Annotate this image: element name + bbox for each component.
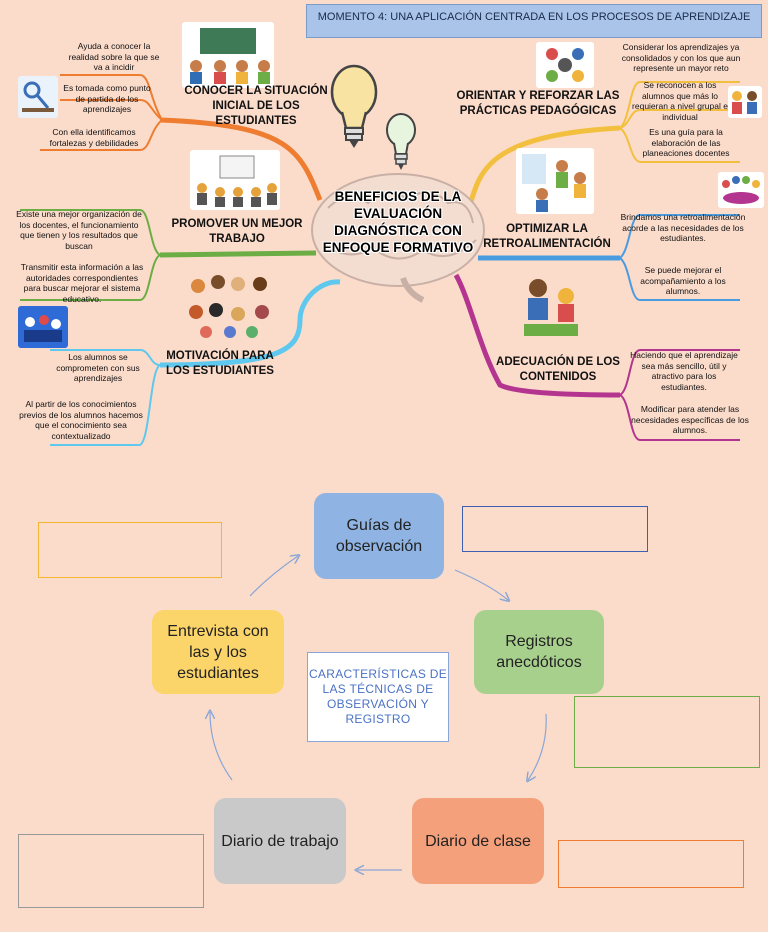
teacher-desk-illustration bbox=[18, 76, 58, 118]
note-text: Se reconocen a los alumnos que más lo re… bbox=[632, 80, 728, 122]
branch-line-orange bbox=[159, 117, 323, 201]
branch-title-orientar: ORIENTAR Y REFORZAR LAS PRÁCTICAS PEDAGÓ… bbox=[456, 90, 620, 117]
arrow-diario-trabajo-entrevista bbox=[210, 712, 233, 781]
feedback-illustration bbox=[536, 42, 594, 88]
cycle-center-title: CARACTERÍSTICAS DE LAS TÉCNICAS DE OBSER… bbox=[307, 652, 449, 742]
note-text: Haciendo que el aprendizaje sea más senc… bbox=[630, 350, 738, 392]
branch-line-lightblue bbox=[159, 279, 341, 368]
lightbulb-icon bbox=[386, 113, 416, 170]
arrow-registros-diario-clase bbox=[528, 713, 547, 780]
mindmap-center-title: BENEFICIOS DE LA EVALUACIÓN DIAGNÓSTICA … bbox=[322, 189, 474, 255]
cycle-node-diario-trabajo: Diario de trabajo bbox=[214, 798, 346, 884]
branch-title-optimizar: OPTIMIZAR LA RETROALIMENTACIÓN bbox=[483, 223, 611, 250]
arrow-guias-registros bbox=[454, 569, 508, 600]
page-title: MOMENTO 4: UNA APLICACIÓN CENTRADA EN LO… bbox=[306, 4, 762, 38]
note-text: Transmitir esta información a las autori… bbox=[20, 262, 144, 304]
answer-box-diario-clase[interactable] bbox=[558, 840, 744, 888]
group-photo-illustration bbox=[18, 306, 68, 348]
answer-box-guias[interactable] bbox=[462, 506, 648, 552]
branch-title-conocer: CONOCER LA SITUACIÓN INICIAL DE LOS ESTU… bbox=[184, 85, 328, 127]
branch-title-adecuacion: ADECUACIÓN DE LOS CONTENIDOS bbox=[496, 356, 620, 383]
arrow-entrevista-guias bbox=[249, 556, 298, 597]
students-illustration bbox=[186, 272, 278, 340]
answer-box-registros[interactable] bbox=[574, 696, 760, 768]
note-text: Con ella identificamos fortalezas y debi… bbox=[49, 127, 139, 148]
training-illustration bbox=[190, 150, 280, 210]
branch-title-motivacion: MOTIVACIÓN PARA LOS ESTUDIANTES bbox=[166, 350, 274, 377]
note-text: Es tomada como punto de partida de los a… bbox=[63, 83, 151, 114]
cycle-node-registros: Registros anecdóticos bbox=[474, 610, 604, 694]
group-illustration bbox=[718, 172, 764, 208]
cycle-node-diario-clase: Diario de clase bbox=[412, 798, 544, 884]
branch-line-magenta bbox=[453, 273, 621, 398]
teacher-student-illustration bbox=[516, 274, 586, 342]
note-text: Modificar para atender las necesidades e… bbox=[631, 404, 749, 435]
note-text: Los alumnos se comprometen con sus apren… bbox=[56, 352, 140, 383]
class-activity-illustration bbox=[516, 148, 594, 214]
note-text: Ayuda a conocer la realidad sobre la que… bbox=[68, 41, 160, 72]
mindmap-lines bbox=[20, 74, 740, 446]
lightbulb-icon bbox=[330, 64, 378, 148]
classroom-illustration bbox=[182, 22, 274, 88]
branch-line-green bbox=[159, 250, 317, 258]
cycle-node-entrevista: Entrevista con las y los estudiantes bbox=[152, 610, 284, 694]
note-text: Se puede mejorar el acompañamiento a los… bbox=[640, 265, 726, 296]
branch-line-yellow bbox=[467, 125, 621, 206]
answer-box-entrevista[interactable] bbox=[38, 522, 222, 578]
cycle-arrows bbox=[0, 480, 547, 932]
brain-icon bbox=[311, 173, 485, 303]
answer-box-diario-trabajo[interactable] bbox=[18, 834, 204, 908]
note-text: Al partir de los conocimientos previos d… bbox=[19, 399, 143, 441]
children-illustration bbox=[728, 86, 762, 118]
note-text: Considerar los aprendizajes ya consolida… bbox=[621, 42, 741, 73]
branch-title-promover: PROMOVER UN MEJOR TRABAJO bbox=[171, 218, 303, 245]
note-text: Existe una mejor organización de los doc… bbox=[16, 209, 142, 251]
note-text: Es una guía para la elaboración de las p… bbox=[642, 127, 730, 158]
note-text: Brindamos una retroalimentación acorde a… bbox=[620, 212, 746, 243]
cycle-node-guias: Guías de observación bbox=[314, 493, 444, 579]
